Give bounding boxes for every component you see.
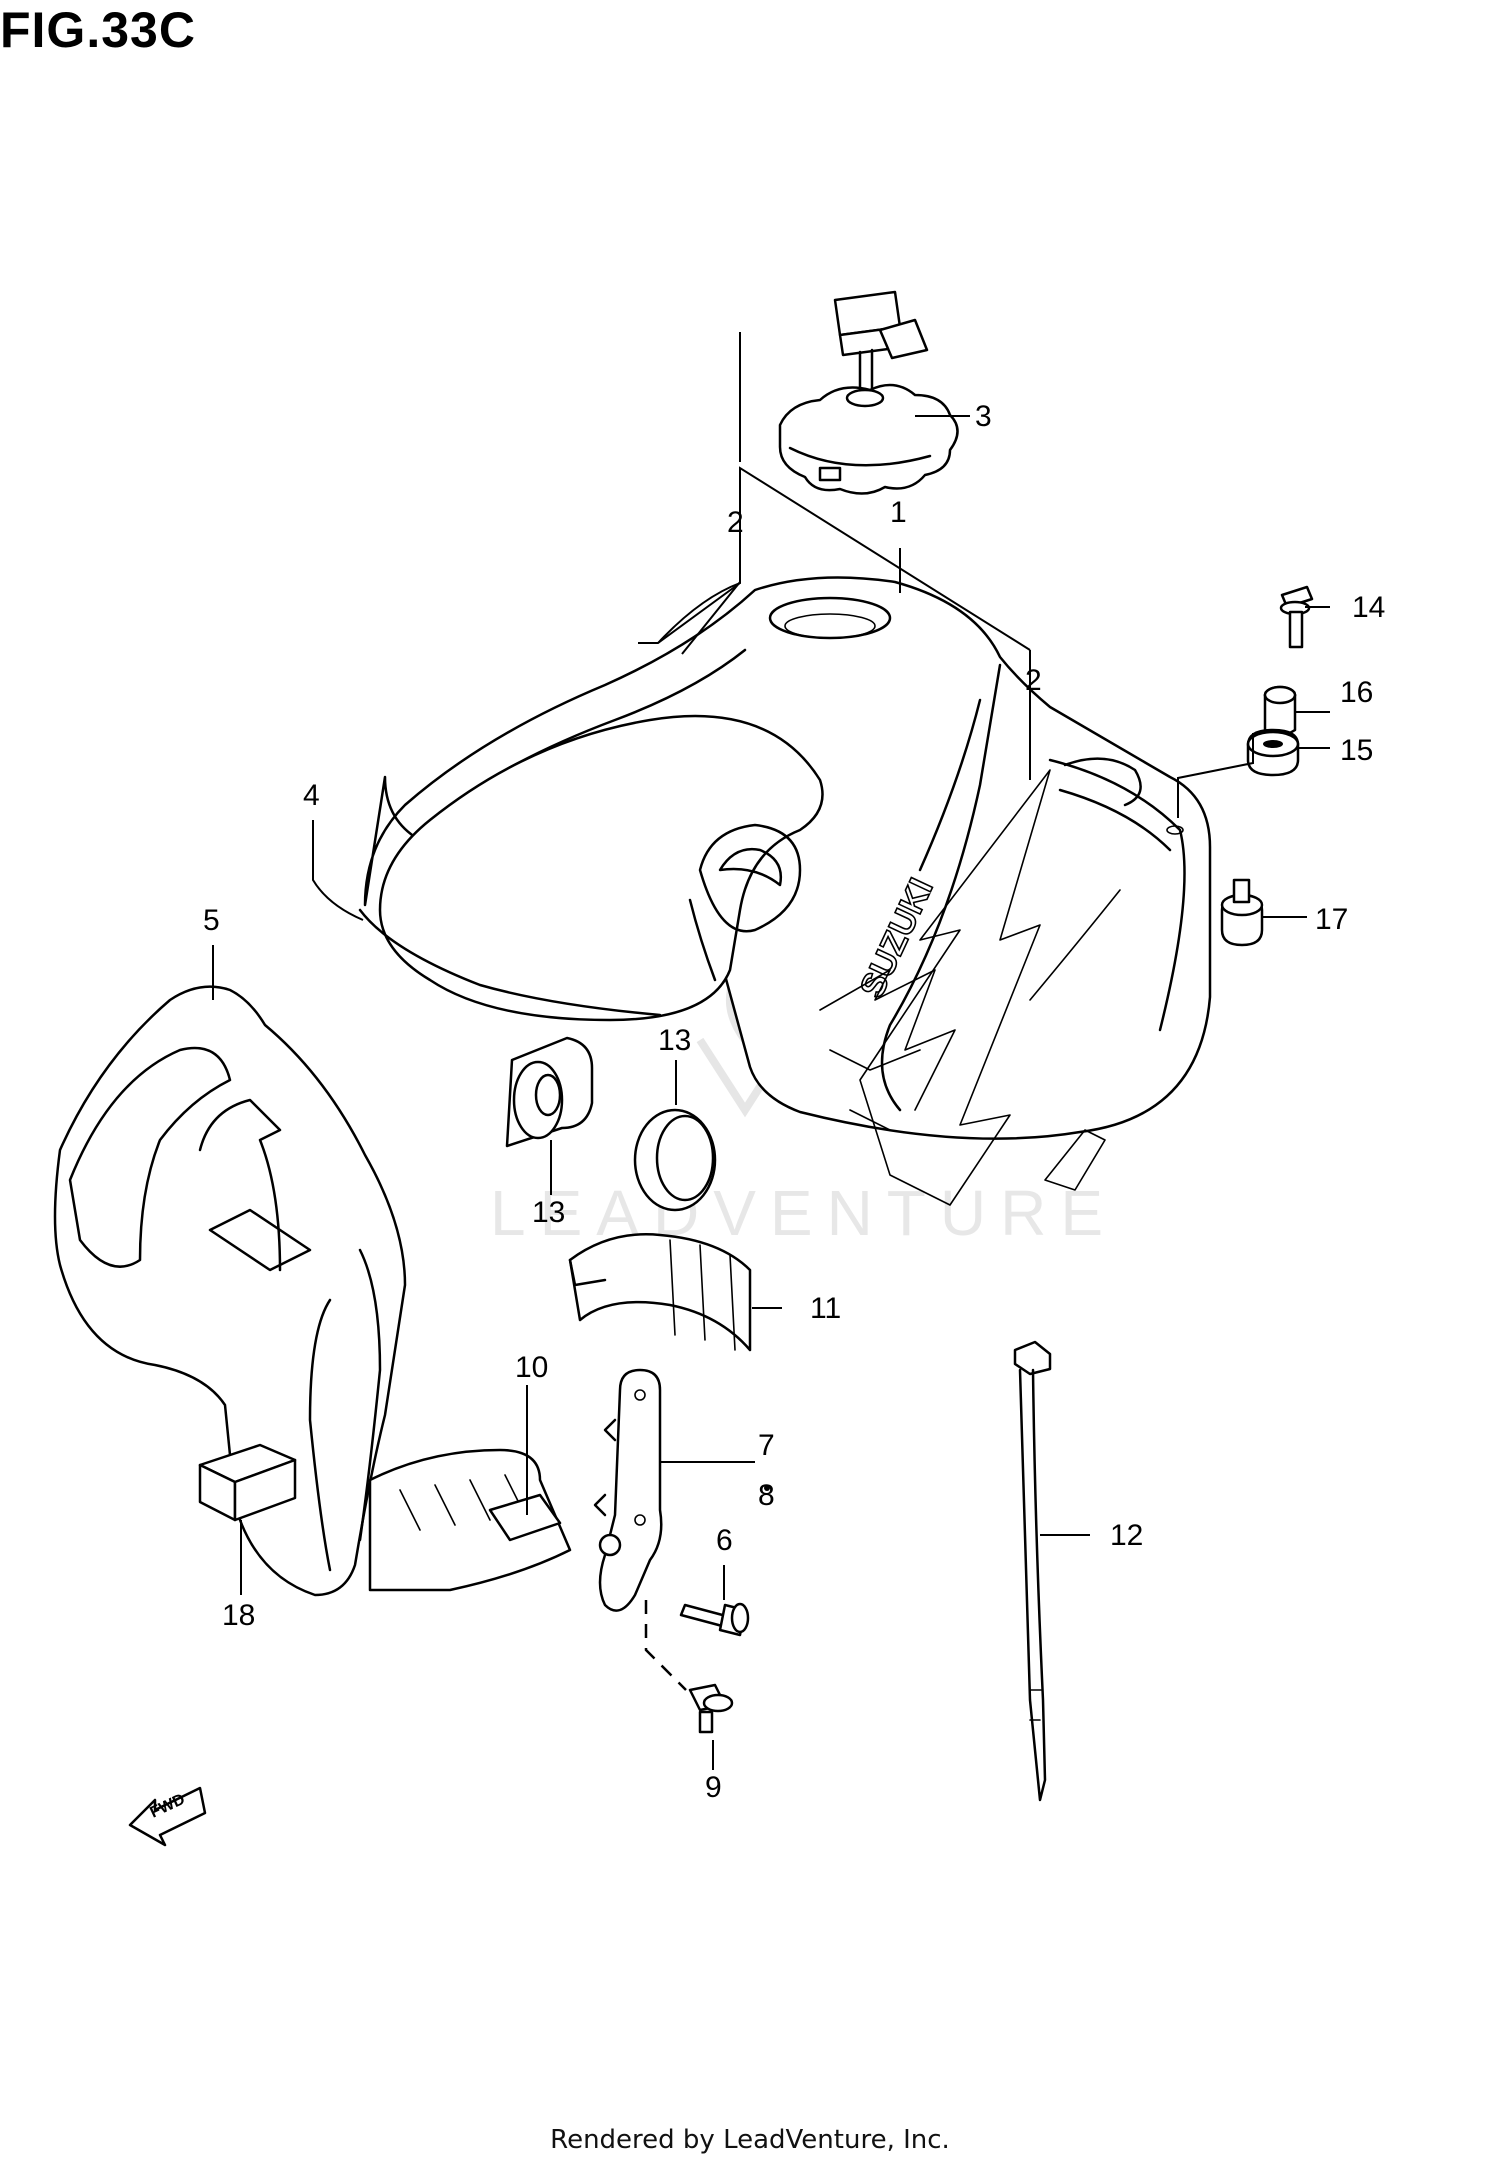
- callout-13-left: 13: [532, 1196, 565, 1229]
- grommet-left-part: [505, 1036, 594, 1148]
- callout-4: 4: [303, 779, 320, 812]
- collar-16-part: [1263, 685, 1297, 737]
- fuel-cap-part: [778, 290, 959, 495]
- callout-16: 16: [1340, 676, 1373, 709]
- callouts: 1 2 2 3 4 5 6 7 8 9 10 11 12 13 13 14 15…: [203, 400, 1385, 1804]
- watermark-text: LEADVENTURE: [490, 1177, 1117, 1249]
- callout-11: 11: [810, 1292, 841, 1325]
- grommet-right-part: [633, 1108, 717, 1212]
- callout-10: 10: [515, 1351, 548, 1384]
- callout-12: 12: [1110, 1519, 1143, 1552]
- callout-5: 5: [203, 904, 220, 937]
- callout-17: 17: [1315, 903, 1348, 936]
- figure-title: FIG.33C: [0, 2, 196, 58]
- footer-credit: Rendered by LeadVenture, Inc.: [550, 2125, 950, 2155]
- leader-lines: [212, 332, 1330, 1770]
- fuel-tank-part: SUZUKI: [363, 576, 1212, 1206]
- fwd-arrow-icon: FWD: [128, 1786, 207, 1847]
- cube-cushion-part: [198, 1443, 297, 1522]
- cushion-pad-part: [488, 1493, 562, 1542]
- cushion-17-part: [1220, 878, 1264, 947]
- callout-7: 7: [758, 1429, 775, 1462]
- callout-2-right: 2: [1025, 664, 1042, 697]
- callout-6: 6: [716, 1524, 733, 1557]
- bracket-part: [593, 1368, 663, 1612]
- callout-2-left: 2: [727, 506, 744, 539]
- bolt-14-part: [1279, 585, 1314, 649]
- callout-3: 3: [975, 400, 992, 433]
- callout-18: 18: [222, 1599, 255, 1632]
- side-cover-part: [53, 985, 572, 1597]
- cable-tie-part: [1013, 1340, 1052, 1802]
- callout-9: 9: [705, 1771, 722, 1804]
- tank-cushion-part: [568, 1233, 752, 1352]
- bolt-6-part: [679, 1602, 750, 1637]
- bolt-9-part: [688, 1683, 734, 1734]
- callout-15: 15: [1340, 734, 1373, 767]
- callout-1: 1: [890, 496, 907, 529]
- watermark: LEADVENTURE: [490, 953, 1117, 1249]
- callout-14: 14: [1352, 591, 1385, 624]
- tank-seam-part: [358, 908, 662, 1017]
- callout-13-right: 13: [658, 1024, 691, 1057]
- cushion-15-part: [1246, 728, 1300, 777]
- callout-8: 8: [758, 1479, 775, 1512]
